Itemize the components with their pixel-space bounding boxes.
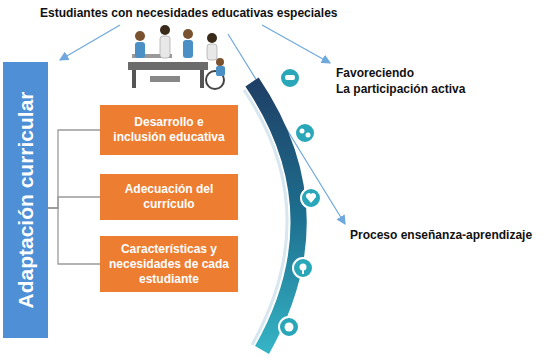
heading: Estudiantes con necesidades educativas e… bbox=[40, 6, 337, 21]
annotation: Favoreciendo bbox=[336, 66, 414, 81]
leader-arrow bbox=[262, 25, 330, 63]
process-box: Desarrollo e inclusión educativa bbox=[100, 105, 238, 155]
arc-inner bbox=[244, 90, 287, 345]
process-box: Características y necesidades de cada es… bbox=[100, 236, 238, 292]
annotation: Proceso enseñanza-aprendizaje bbox=[350, 228, 532, 243]
box-text: Desarrollo e inclusión educativa bbox=[108, 115, 230, 145]
vertical-band: Adaptación curricular bbox=[3, 62, 48, 338]
annotation: La participación activa bbox=[336, 82, 465, 97]
students-illustration bbox=[128, 25, 225, 89]
arc-band bbox=[252, 82, 299, 350]
process-box: Adecuación del currículo bbox=[100, 174, 238, 220]
bracket-connector bbox=[48, 208, 100, 264]
icon-glyphs bbox=[285, 75, 317, 332]
leader-arrow bbox=[60, 25, 120, 60]
box-text: Adecuación del currículo bbox=[108, 182, 230, 212]
band-title: Adaptación curricular bbox=[14, 91, 38, 308]
box-text: Características y necesidades de cada es… bbox=[108, 242, 230, 287]
icon-circles bbox=[279, 68, 321, 337]
bracket-connector bbox=[48, 130, 100, 208]
bracket-connector bbox=[48, 197, 100, 208]
